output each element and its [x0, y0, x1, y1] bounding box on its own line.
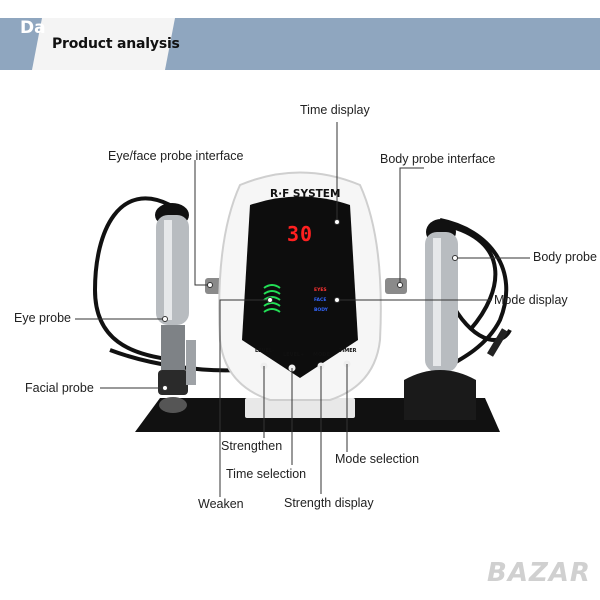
callout-time-display: Time display: [300, 103, 370, 117]
callout-body-probe: Body probe: [533, 250, 597, 264]
level-plus-label: LEVEL+: [283, 352, 305, 358]
time-readout: 30: [287, 222, 314, 246]
timer-label: TIMER: [339, 348, 357, 354]
watermark-logo: BAZAR: [487, 558, 591, 588]
callout-time-selection: Time selection: [226, 467, 307, 481]
banner-logo: Da: [20, 18, 46, 38]
leader-endpoints: [162, 219, 458, 391]
callout-eye-face-probe-interface: Eye/face probe interface: [108, 149, 244, 163]
body-probe: [404, 219, 476, 420]
callout-body-probe-interface: Body probe interface: [380, 152, 496, 166]
eye-probe-tip: [186, 340, 196, 385]
level-minus-label: LEVEL-: [255, 348, 275, 354]
cable-plug: [486, 328, 509, 357]
banner-right-panel: [165, 18, 600, 70]
callout-strength-display: Strength display: [284, 496, 374, 510]
strength-display: [263, 284, 281, 313]
callout-mode-display: Mode display: [494, 293, 568, 307]
callout-mode-selection: Mode selection: [335, 452, 420, 466]
callout-weaken: Weaken: [198, 497, 244, 511]
eye-facial-probe: [155, 203, 189, 413]
callout-facial-probe: Facial probe: [25, 381, 94, 395]
callout-strengthen: Strengthen: [221, 439, 283, 453]
mode-body: BODY: [314, 308, 328, 313]
body-probe-connector: [385, 278, 407, 294]
device-brand: R·F SYSTEM: [270, 188, 341, 200]
mode-eyes: EYES: [314, 288, 327, 293]
device-foot: [245, 398, 355, 418]
leader-lines: [75, 122, 530, 497]
mode-face: FACE: [314, 298, 327, 303]
mode-label: MODE: [313, 352, 330, 358]
control-panel: [242, 196, 358, 378]
banner-title: Product analysis: [52, 36, 180, 52]
callout-eye-probe: Eye probe: [14, 311, 71, 325]
